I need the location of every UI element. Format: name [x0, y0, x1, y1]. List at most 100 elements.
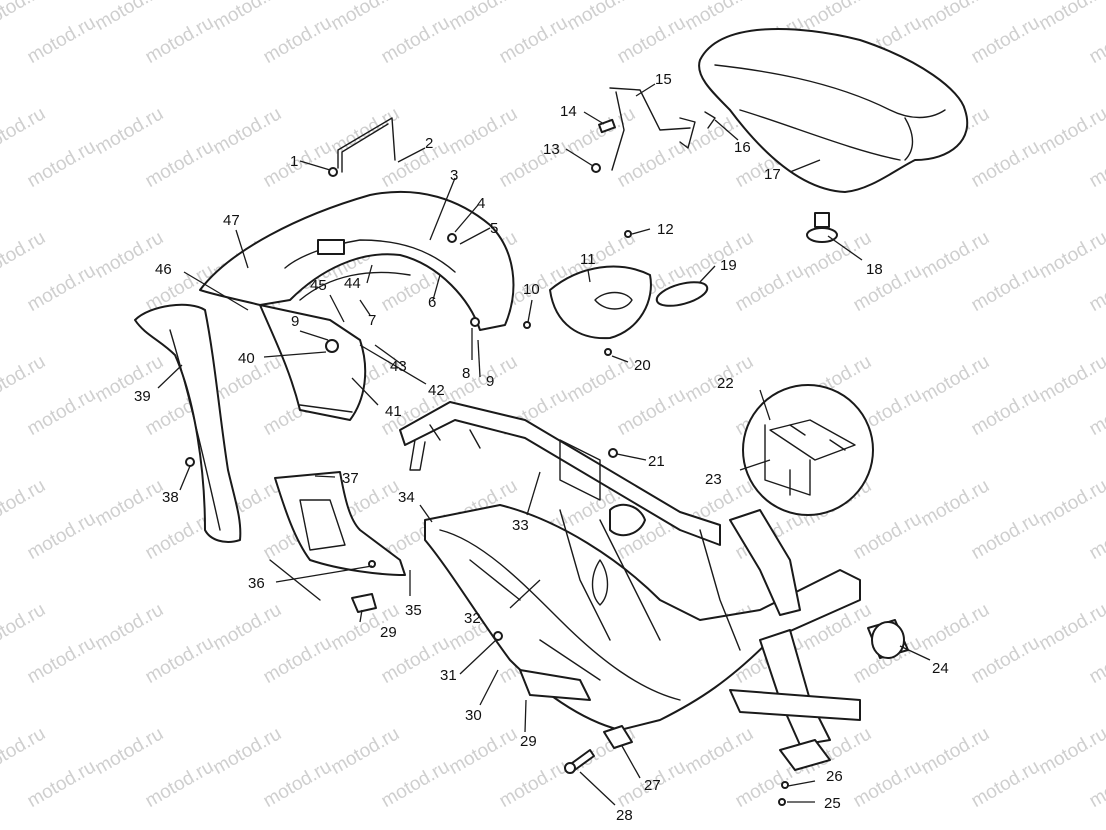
callout-14: 14 — [560, 103, 577, 120]
watermark-text: motod.ru — [682, 723, 757, 779]
watermark-text: motod.ru — [210, 0, 285, 35]
callout-33: 33 — [512, 517, 529, 534]
callout-40: 40 — [238, 350, 255, 367]
callout-28: 28 — [616, 807, 633, 824]
watermark-text: motod.ru — [446, 351, 521, 407]
callout-25: 25 — [824, 795, 841, 812]
watermark-text: motod.ru — [614, 12, 689, 68]
callout-1: 1 — [290, 153, 298, 170]
callout-26: 26 — [826, 768, 843, 785]
seat — [698, 27, 968, 193]
callout-31: 31 — [440, 667, 457, 684]
watermark-text: motod.ru — [142, 12, 217, 68]
callout-23: 23 — [705, 471, 722, 488]
watermark-text: motod.ru — [92, 475, 167, 531]
watermark-text: motod.ru — [0, 0, 49, 35]
watermark-text: motod.ru — [1036, 227, 1106, 283]
watermark-text: motod.ru — [1036, 351, 1106, 407]
watermark-text: motod.ru — [496, 12, 571, 68]
seat-bumper — [806, 212, 838, 243]
callout-19: 19 — [720, 257, 737, 274]
watermark-text: motod.ru — [24, 260, 99, 316]
callout-30: 30 — [465, 707, 482, 724]
watermark-text: motod.ru — [1086, 260, 1106, 316]
watermark-text: motod.ru — [968, 384, 1043, 440]
callout-46: 46 — [155, 261, 172, 278]
watermark-text: motod.ru — [24, 136, 99, 192]
splash-panel — [269, 471, 406, 601]
callout-9: 9 — [486, 373, 494, 390]
watermark-text: motod.ru — [328, 723, 403, 779]
watermark-text: motod.ru — [496, 136, 571, 192]
seat-latch — [591, 87, 716, 173]
watermark-text: motod.ru — [850, 260, 925, 316]
callout-16: 16 — [734, 139, 751, 156]
watermark-text: motod.ru — [328, 103, 403, 159]
watermark-text: motod.ru — [260, 632, 335, 688]
callout-47: 47 — [223, 212, 240, 229]
callout-8: 8 — [462, 365, 470, 382]
watermark-text: motod.ru — [92, 599, 167, 655]
bracket-29-left — [351, 593, 377, 613]
watermark-text: motod.ru — [918, 723, 993, 779]
callout-15: 15 — [655, 71, 672, 88]
callout-35: 35 — [405, 602, 422, 619]
watermark-text: motod.ru — [1036, 103, 1106, 159]
callout-43: 43 — [390, 358, 407, 375]
callout-7: 7 — [368, 312, 376, 329]
callout-4: 4 — [477, 195, 485, 212]
callout-9-b: 9 — [291, 313, 299, 330]
bolt-28 — [564, 749, 595, 774]
watermark-text: motod.ru — [968, 136, 1043, 192]
watermark-text: motod.ru — [142, 136, 217, 192]
watermark-text: motod.ru — [24, 756, 99, 812]
callout-44: 44 — [344, 275, 361, 292]
watermark-text: motod.ru — [92, 0, 167, 35]
watermark-text: motod.ru — [24, 12, 99, 68]
watermark-text: motod.ru — [1036, 475, 1106, 531]
watermark-text: motod.ru — [92, 723, 167, 779]
callout-37: 37 — [342, 470, 359, 487]
callout-5: 5 — [490, 220, 498, 237]
watermark-text: motod.ru — [968, 632, 1043, 688]
watermark-text: motod.ru — [0, 599, 49, 655]
watermark-text: motod.ru — [1036, 723, 1106, 779]
watermark-text: motod.ru — [918, 351, 993, 407]
watermark-text: motod.ru — [0, 103, 49, 159]
callout-39: 39 — [134, 388, 151, 405]
watermark-text: motod.ru — [614, 384, 689, 440]
watermark-text: motod.ru — [968, 508, 1043, 564]
watermark-text: motod.ru — [918, 0, 993, 35]
callout-12: 12 — [657, 221, 674, 238]
watermark-text: motod.ru — [918, 475, 993, 531]
watermark-text: motod.ru — [1036, 599, 1106, 655]
detail-inset — [742, 384, 874, 516]
watermark-text: motod.ru — [1086, 384, 1106, 440]
watermark-text: motod.ru — [918, 227, 993, 283]
watermark-text: motod.ru — [92, 351, 167, 407]
callout-13: 13 — [543, 141, 560, 158]
watermark-text: motod.ru — [496, 756, 571, 812]
watermark-text: motod.ru — [378, 136, 453, 192]
watermark-text: motod.ru — [142, 756, 217, 812]
watermark-text: motod.ru — [142, 632, 217, 688]
callout-3: 3 — [450, 167, 458, 184]
watermark-text: motod.ru — [1086, 756, 1106, 812]
watermark-text: motod.ru — [564, 351, 639, 407]
main-frame — [399, 401, 861, 771]
watermark-text: motod.ru — [1036, 0, 1106, 35]
watermark-text: motod.ru — [1086, 632, 1106, 688]
watermark-text: motod.ru — [614, 136, 689, 192]
rack-tube — [337, 117, 396, 173]
callout-38: 38 — [162, 489, 179, 506]
watermark-text: motod.ru — [968, 260, 1043, 316]
watermark-text: motod.ru — [968, 12, 1043, 68]
watermark-text: motod.ru — [0, 351, 49, 407]
callout-34: 34 — [398, 489, 415, 506]
watermark-text: motod.ru — [260, 756, 335, 812]
callout-17: 17 — [764, 166, 781, 183]
leader-lines — [157, 83, 931, 806]
